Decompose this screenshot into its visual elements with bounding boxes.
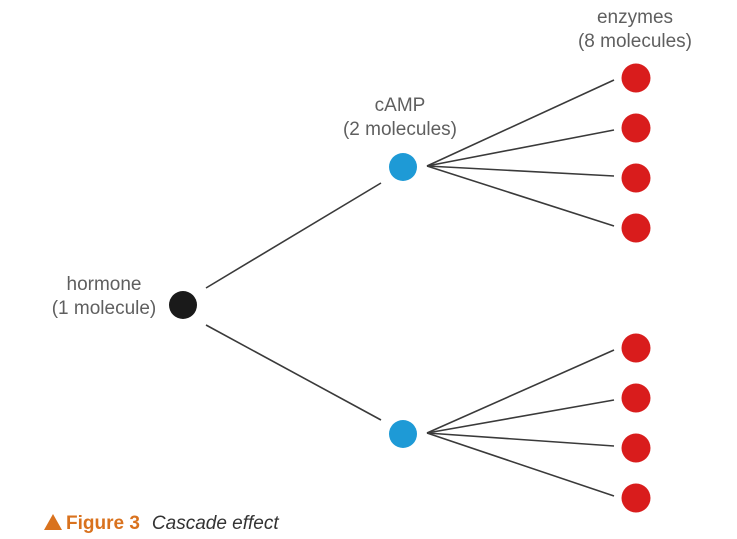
edge-hormone-camp [205,324,382,421]
edge-hormone-camp [205,182,382,289]
triangle-icon [44,514,62,530]
edge-camp-enzyme [426,165,615,177]
figure-caption: Figure 3 Cascade effect [44,512,279,536]
edge-camp-enzyme [426,79,615,167]
camp-node [389,420,417,448]
enzyme-node [621,383,651,413]
enzyme-node [621,333,651,363]
camp-label-count: (2 molecules) [342,119,458,140]
camp-node [389,153,417,181]
hormone-label-count: (1 molecule) [51,298,157,319]
enzyme-node [621,213,651,243]
edge-camp-enzyme [426,399,615,434]
enzyme-node [621,433,651,463]
hormone-label-name: hormone [66,274,142,295]
enzymes-label-name: enzymes [596,7,674,28]
enzyme-node [621,113,651,143]
edge-camp-enzyme [426,165,615,227]
enzyme-node [621,63,651,93]
figure-title: Cascade effect [151,513,279,534]
enzyme-node [621,483,651,513]
hormone-label: hormone (1 molecule) [34,273,174,321]
camp-label-name: cAMP [374,95,426,116]
edge-camp-enzyme [426,432,615,447]
enzymes-label: enzymes (8 molecules) [560,6,710,54]
edge-camp-enzyme [426,129,615,167]
hormone-node [169,291,197,319]
edge-camp-enzyme [426,432,615,497]
enzyme-node [621,163,651,193]
figure-number: Figure 3 [66,513,140,534]
enzymes-label-count: (8 molecules) [577,31,693,52]
edge-camp-enzyme [426,349,615,434]
camp-label: cAMP (2 molecules) [320,94,480,142]
